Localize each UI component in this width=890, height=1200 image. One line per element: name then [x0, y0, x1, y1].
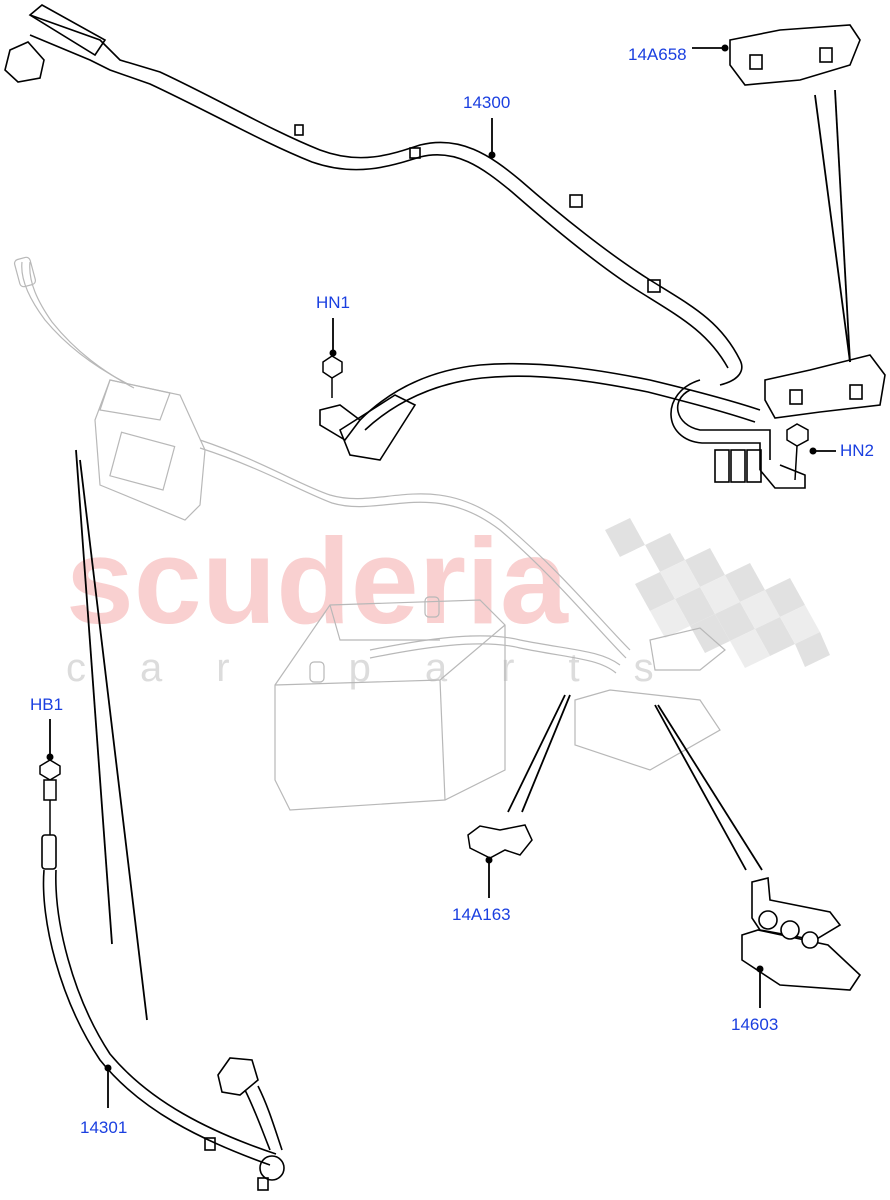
cable-14301 — [41, 834, 285, 1191]
callout-14A163[interactable]: 14A163 — [452, 905, 511, 924]
checkered-flag-watermark — [605, 518, 830, 668]
callout-14301[interactable]: 14301 — [80, 1118, 128, 1137]
callout-HB1[interactable]: HB1 — [30, 695, 64, 714]
part-14A658-top — [729, 24, 861, 86]
callout-14300[interactable]: 14300 — [463, 93, 511, 112]
ghost-assembly — [13, 256, 726, 811]
nut-HN2 — [786, 423, 809, 481]
leader-lines — [49, 47, 851, 1108]
callout-14603[interactable]: 14603 — [731, 1015, 779, 1034]
nut-HN1 — [322, 355, 343, 398]
part-14603 — [741, 876, 862, 991]
callout-HN1[interactable]: HN1 — [316, 293, 351, 312]
leader-dots — [46, 44, 817, 1072]
bolt-HB1 — [39, 759, 61, 835]
part-14A658-installed — [764, 354, 886, 419]
callout-14A658[interactable]: 14A658 — [628, 45, 687, 64]
cable-14300 — [4, 4, 806, 489]
part-14A163 — [467, 824, 533, 859]
watermark-scuderia: scuderia — [66, 513, 568, 649]
callout-HN2[interactable]: HN2 — [840, 441, 875, 460]
